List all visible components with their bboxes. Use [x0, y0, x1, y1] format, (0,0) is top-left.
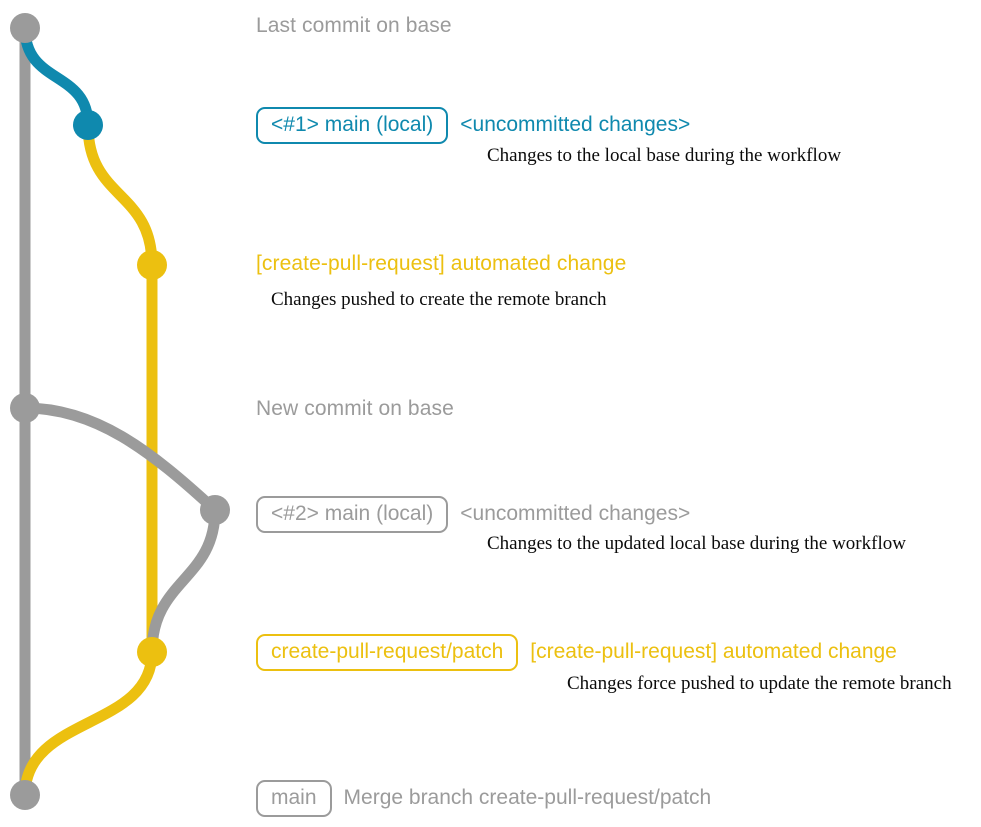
commit-row-local-commit-1: <#1> main (local) <uncommitted changes>: [256, 107, 691, 145]
commit-node-local-2[interactable]: [200, 495, 230, 525]
commit-node-base-merge[interactable]: [10, 780, 40, 810]
commit-row-remote-commit-update: create-pull-request/patch [create-pull-re…: [256, 634, 897, 672]
commit-subject-local-commit-1: <uncommitted changes>: [460, 113, 691, 136]
commit-row-remote-commit-create: [create-pull-request] automated change: [256, 253, 626, 274]
commit-subject-local-commit-2: <uncommitted changes>: [460, 502, 691, 525]
commit-description-local-commit-1: Changes to the local base during the wor…: [487, 145, 842, 166]
commit-row-last-commit-on-base: Last commit on base: [256, 15, 452, 36]
commit-row-merge-commit: main Merge branch create-pull-request/pat…: [256, 780, 712, 818]
ref-badge-local-commit-1[interactable]: <#1> main (local): [256, 107, 449, 145]
commit-subject-remote-commit-create: [create-pull-request] automated change: [256, 252, 627, 275]
commit-description-remote-commit-create: Changes pushed to create the remote bran…: [271, 289, 607, 310]
commit-node-remote-create[interactable]: [137, 250, 167, 280]
edge-local1-to-remote-create: [82, 119, 158, 271]
edge-basenew-to-local2: [19, 402, 221, 516]
commit-subject-new-commit-on-base: New commit on base: [256, 397, 454, 420]
commit-subject-merge-commit: Merge branch create-pull-request/patch: [343, 786, 712, 809]
edge-local2-to-remote-update: [146, 504, 221, 658]
commit-subject-remote-commit-update: [create-pull-request] automated change: [530, 640, 897, 663]
commit-node-local-1[interactable]: [73, 110, 103, 140]
commit-description-local-commit-2: Changes to the updated local base during…: [487, 533, 906, 554]
edge-base-to-local1: [19, 22, 94, 131]
commit-row-new-commit-on-base: New commit on base: [256, 398, 454, 419]
commit-description-remote-commit-update: Changes force pushed to update the remot…: [567, 673, 952, 694]
commit-subject-last-commit-on-base: Last commit on base: [256, 14, 452, 37]
commit-node-base-new[interactable]: [10, 393, 40, 423]
ref-badge-merge-commit[interactable]: main: [256, 780, 332, 818]
edge-remote-update-to-merge: [19, 646, 158, 801]
commit-node-remote-update[interactable]: [137, 637, 167, 667]
ref-badge-local-commit-2[interactable]: <#2> main (local): [256, 496, 449, 534]
commit-node-base-last[interactable]: [10, 13, 40, 43]
commit-row-local-commit-2: <#2> main (local) <uncommitted changes>: [256, 496, 691, 534]
ref-badge-remote-commit-update[interactable]: create-pull-request/patch: [256, 634, 519, 672]
